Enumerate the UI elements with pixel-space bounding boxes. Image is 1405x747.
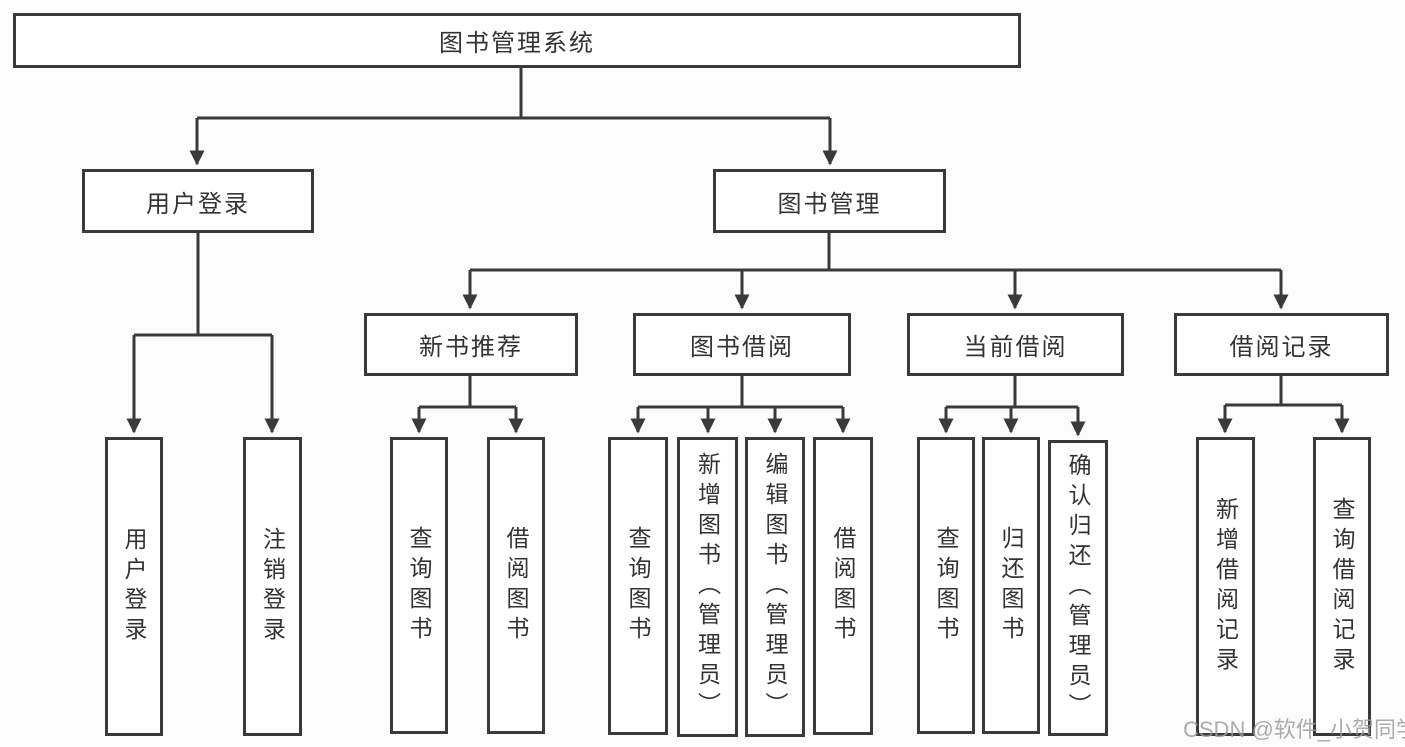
node-leaf-borrow-books-2: 借阅图书 <box>813 437 873 735</box>
node-label: 新增图书（管理员） <box>694 452 721 722</box>
node-book-borrowing: 图书借阅 <box>633 313 851 376</box>
node-label: 借阅图书 <box>503 525 529 646</box>
node-label: 用户登录 <box>146 190 250 218</box>
node-label: 新增借阅记录 <box>1212 496 1239 677</box>
node-book-management-branch: 图书管理 <box>713 169 946 233</box>
node-leaf-borrow-books-1: 借阅图书 <box>487 437 545 734</box>
node-leaf-user-login: 用户登录 <box>105 437 163 736</box>
node-label: 新书推荐 <box>419 334 523 361</box>
node-user-login-branch: 用户登录 <box>82 169 314 233</box>
node-leaf-logout: 注销登录 <box>243 437 302 736</box>
node-label: 图书管理系统 <box>439 30 595 57</box>
node-label: 注销登录 <box>259 526 286 647</box>
node-current-borrowing: 当前借阅 <box>907 313 1124 376</box>
node-label: 查询图书 <box>933 525 959 646</box>
connector-trunks <box>134 68 1342 409</box>
connector-arrows <box>126 118 1350 437</box>
node-root-system: 图书管理系统 <box>13 13 1021 68</box>
node-leaf-query-books-3: 查询图书 <box>917 437 975 734</box>
node-label: 当前借阅 <box>963 334 1068 361</box>
node-label: 查询图书 <box>406 525 432 646</box>
node-label: 归还图书 <box>998 525 1024 646</box>
node-leaf-add-borrow-record: 新增借阅记录 <box>1196 437 1255 736</box>
node-leaf-edit-books-admin: 编辑图书（管理员） <box>745 437 805 737</box>
node-label: 图书借阅 <box>690 334 794 361</box>
node-label: 查询图书 <box>625 526 651 646</box>
node-leaf-query-borrow-record: 查询借阅记录 <box>1313 437 1371 736</box>
node-label: 图书管理 <box>777 190 882 218</box>
node-leaf-query-books-2: 查询图书 <box>608 437 668 735</box>
node-borrow-records: 借阅记录 <box>1174 313 1389 376</box>
node-leaf-return-books: 归还图书 <box>982 437 1040 734</box>
node-leaf-add-books-admin: 新增图书（管理员） <box>677 437 738 737</box>
node-new-book-recommend: 新书推荐 <box>364 313 578 376</box>
node-leaf-query-books-1: 查询图书 <box>390 437 448 734</box>
node-label: 查询借阅记录 <box>1329 496 1355 677</box>
csdn-watermark: CSDN @软件_小贺同学 <box>1183 717 1405 742</box>
node-label: 确认归还（管理员） <box>1065 453 1091 723</box>
node-label: 借阅记录 <box>1229 334 1334 361</box>
node-label: 借阅图书 <box>830 526 856 646</box>
node-label: 用户登录 <box>121 526 147 647</box>
node-label: 编辑图书（管理员） <box>762 452 788 722</box>
node-leaf-confirm-return-admin: 确认归还（管理员） <box>1048 440 1108 736</box>
